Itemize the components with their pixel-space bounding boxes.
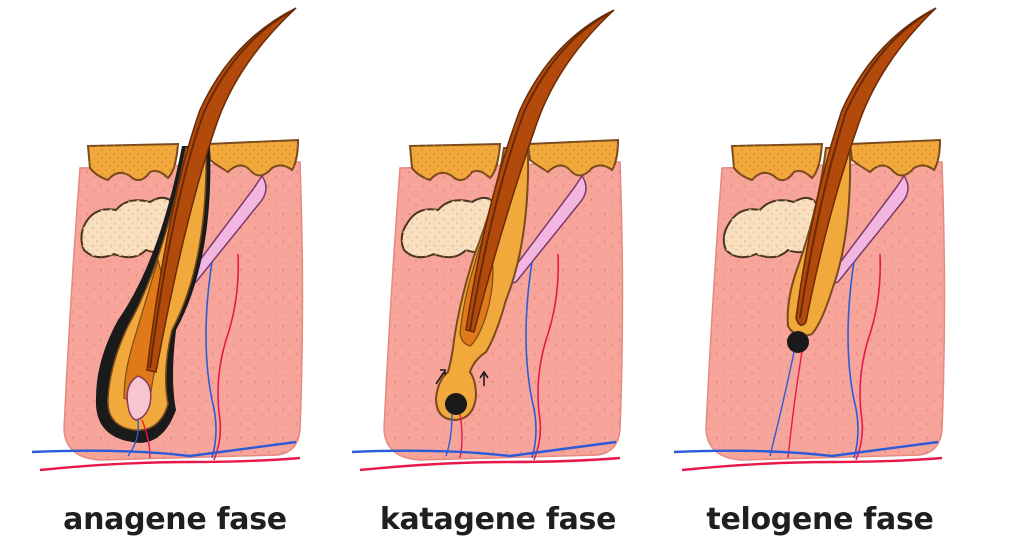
panel-anagen xyxy=(31,7,304,472)
vein xyxy=(673,440,939,458)
artery xyxy=(681,456,943,472)
phase-label-telogen: telogene fase xyxy=(706,502,934,537)
artery xyxy=(39,456,301,472)
dermal-papilla xyxy=(787,331,809,353)
artery xyxy=(855,253,882,461)
panel-katagen xyxy=(351,9,624,472)
dermal-papilla xyxy=(445,393,467,415)
phase-label-anagen: anagene fase xyxy=(63,502,287,537)
upward-arrow-icon xyxy=(479,370,489,386)
artery xyxy=(533,253,560,461)
artery xyxy=(213,253,240,461)
hair-shaft xyxy=(465,9,615,333)
hair-shaft xyxy=(795,7,937,326)
artery xyxy=(359,456,621,472)
vein xyxy=(31,440,297,458)
vein xyxy=(847,261,859,459)
dermal-papilla xyxy=(126,375,152,421)
vein xyxy=(351,440,617,458)
vein xyxy=(205,261,217,459)
upward-arrow-icon xyxy=(435,369,446,385)
phase-label-katagen: katagene fase xyxy=(379,502,617,537)
panel-telogen xyxy=(673,7,946,472)
vein xyxy=(525,261,537,459)
